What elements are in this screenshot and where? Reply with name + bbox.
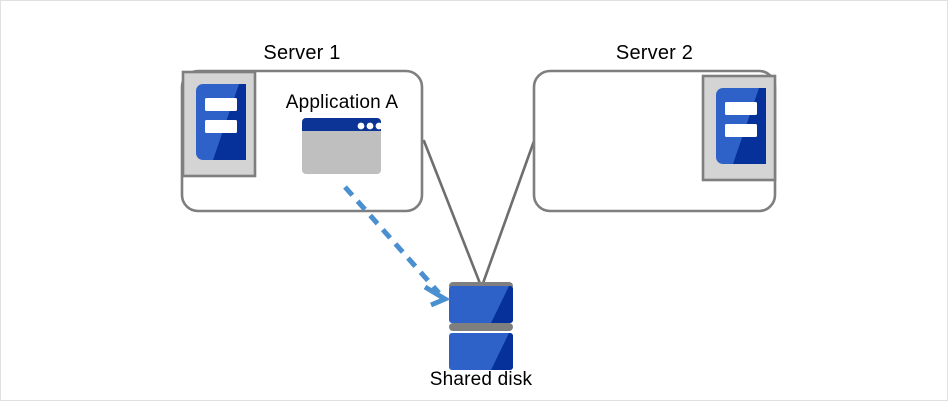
connector-server2-to-disk — [480, 139, 536, 288]
server-1-label: Server 1 — [263, 42, 341, 64]
server-icon — [196, 84, 246, 160]
shared-disk-label: Shared disk — [429, 369, 533, 390]
application-window-icon — [302, 118, 383, 174]
dashed-access-arrow — [343, 185, 451, 308]
application-a-label: Application A — [285, 92, 399, 113]
server-icon — [716, 88, 766, 164]
disk-icon — [449, 282, 513, 370]
server-2-label: Server 2 — [615, 42, 694, 64]
connector-server1-to-disk — [422, 139, 483, 288]
